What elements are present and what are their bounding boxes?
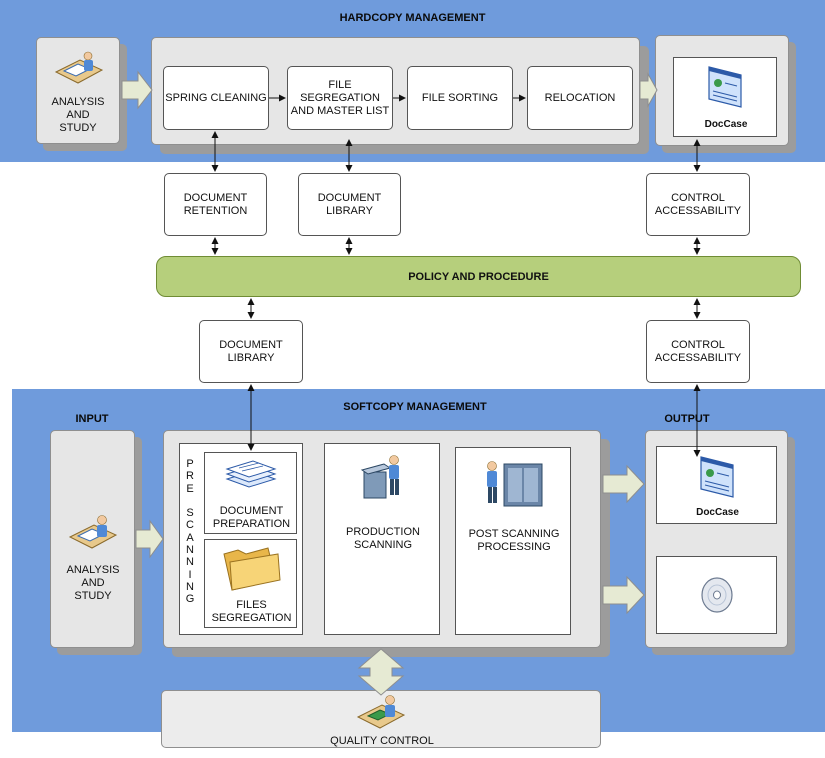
- quality-control-label: QUALITY CONTROL: [330, 735, 434, 747]
- pre-scanning-letter: P: [186, 458, 194, 470]
- files-segregation-label: FILES SEGREGATION: [211, 599, 292, 624]
- pre-scanning-letter: N: [186, 580, 194, 593]
- softcopy-doccase-label: DocCase: [696, 507, 739, 518]
- step-spring-cleaning[interactable]: SPRING CLEANING: [163, 66, 269, 130]
- pre-scanning-letter: E: [186, 482, 194, 495]
- pre-scanning-letter: A: [186, 531, 194, 544]
- document-preparation-box[interactable]: DOCUMENT PREPARATION: [204, 452, 297, 534]
- hardcopy-analysis-label: ANALYSIS AND STUDY: [51, 96, 105, 134]
- output-title: OUTPUT: [664, 413, 710, 425]
- document-retention-box[interactable]: DOCUMENT RETENTION: [164, 173, 267, 236]
- production-scanning-label: PRODUCTION SCANNING: [346, 526, 420, 551]
- doccase-icon: [700, 456, 734, 498]
- scanner-operator-icon: [360, 455, 399, 499]
- document-library-bottom-box[interactable]: DOCUMENT LIBRARY: [199, 320, 303, 383]
- cd-output-card[interactable]: [656, 556, 777, 634]
- pre-scanning-letter: I: [188, 568, 192, 581]
- document-stack-icon: [225, 460, 277, 488]
- hardcopy-doccase-label: DocCase: [704, 119, 748, 130]
- folder-icon: [223, 547, 281, 591]
- quality-desk-icon: [356, 695, 406, 729]
- pre-scanning-letter: R: [186, 470, 194, 483]
- pre-scanning-letter: N: [186, 544, 194, 557]
- cd-disc-icon: [701, 577, 733, 613]
- pre-scanning-letter: G: [185, 593, 195, 606]
- softcopy-analysis-label: ANALYSIS AND STUDY: [66, 564, 120, 602]
- pre-scanning-letter: [183, 495, 197, 507]
- server-rack-icon: [487, 461, 543, 507]
- pre-scanning-letter: C: [186, 519, 194, 532]
- control-accessability-bottom-box[interactable]: CONTROL ACCESSABILITY: [646, 320, 750, 383]
- analyst-desk-icon: [54, 51, 104, 84]
- document-library-top-box[interactable]: DOCUMENT LIBRARY: [298, 173, 401, 236]
- document-preparation-label: DOCUMENT PREPARATION: [212, 505, 291, 530]
- softcopy-analysis-panel: ANALYSIS AND STUDY: [50, 430, 135, 648]
- analyst-desk-icon: [68, 515, 118, 549]
- production-scanning-box[interactable]: PRODUCTION SCANNING: [324, 443, 440, 635]
- pre-scanning-letter: S: [186, 507, 194, 520]
- hardcopy-title: HARDCOPY MANAGEMENT: [339, 12, 486, 24]
- pre-scanning-letter: N: [186, 556, 194, 569]
- files-segregation-box[interactable]: FILES SEGREGATION: [204, 539, 297, 628]
- policy-and-procedure-bar[interactable]: POLICY AND PROCEDURE: [156, 256, 801, 297]
- hardcopy-doccase-card[interactable]: DocCase: [673, 57, 777, 137]
- softcopy-doccase-card[interactable]: DocCase: [656, 446, 777, 524]
- step-file-segregation[interactable]: FILE SEGREGATION AND MASTER LIST: [287, 66, 393, 130]
- softcopy-title: SOFTCOPY MANAGEMENT: [343, 401, 487, 413]
- hardcopy-analysis-panel: ANALYSIS AND STUDY: [36, 37, 120, 144]
- doccase-icon: [708, 66, 742, 108]
- post-scanning-box[interactable]: POST SCANNING PROCESSING: [455, 447, 571, 635]
- step-file-sorting[interactable]: FILE SORTING: [407, 66, 513, 130]
- post-scanning-label: POST SCANNING PROCESSING: [468, 528, 560, 553]
- quality-control-panel[interactable]: QUALITY CONTROL: [161, 690, 601, 748]
- control-accessability-top-box[interactable]: CONTROL ACCESSABILITY: [646, 173, 750, 236]
- input-title: INPUT: [75, 413, 109, 425]
- step-relocation[interactable]: RELOCATION: [527, 66, 633, 130]
